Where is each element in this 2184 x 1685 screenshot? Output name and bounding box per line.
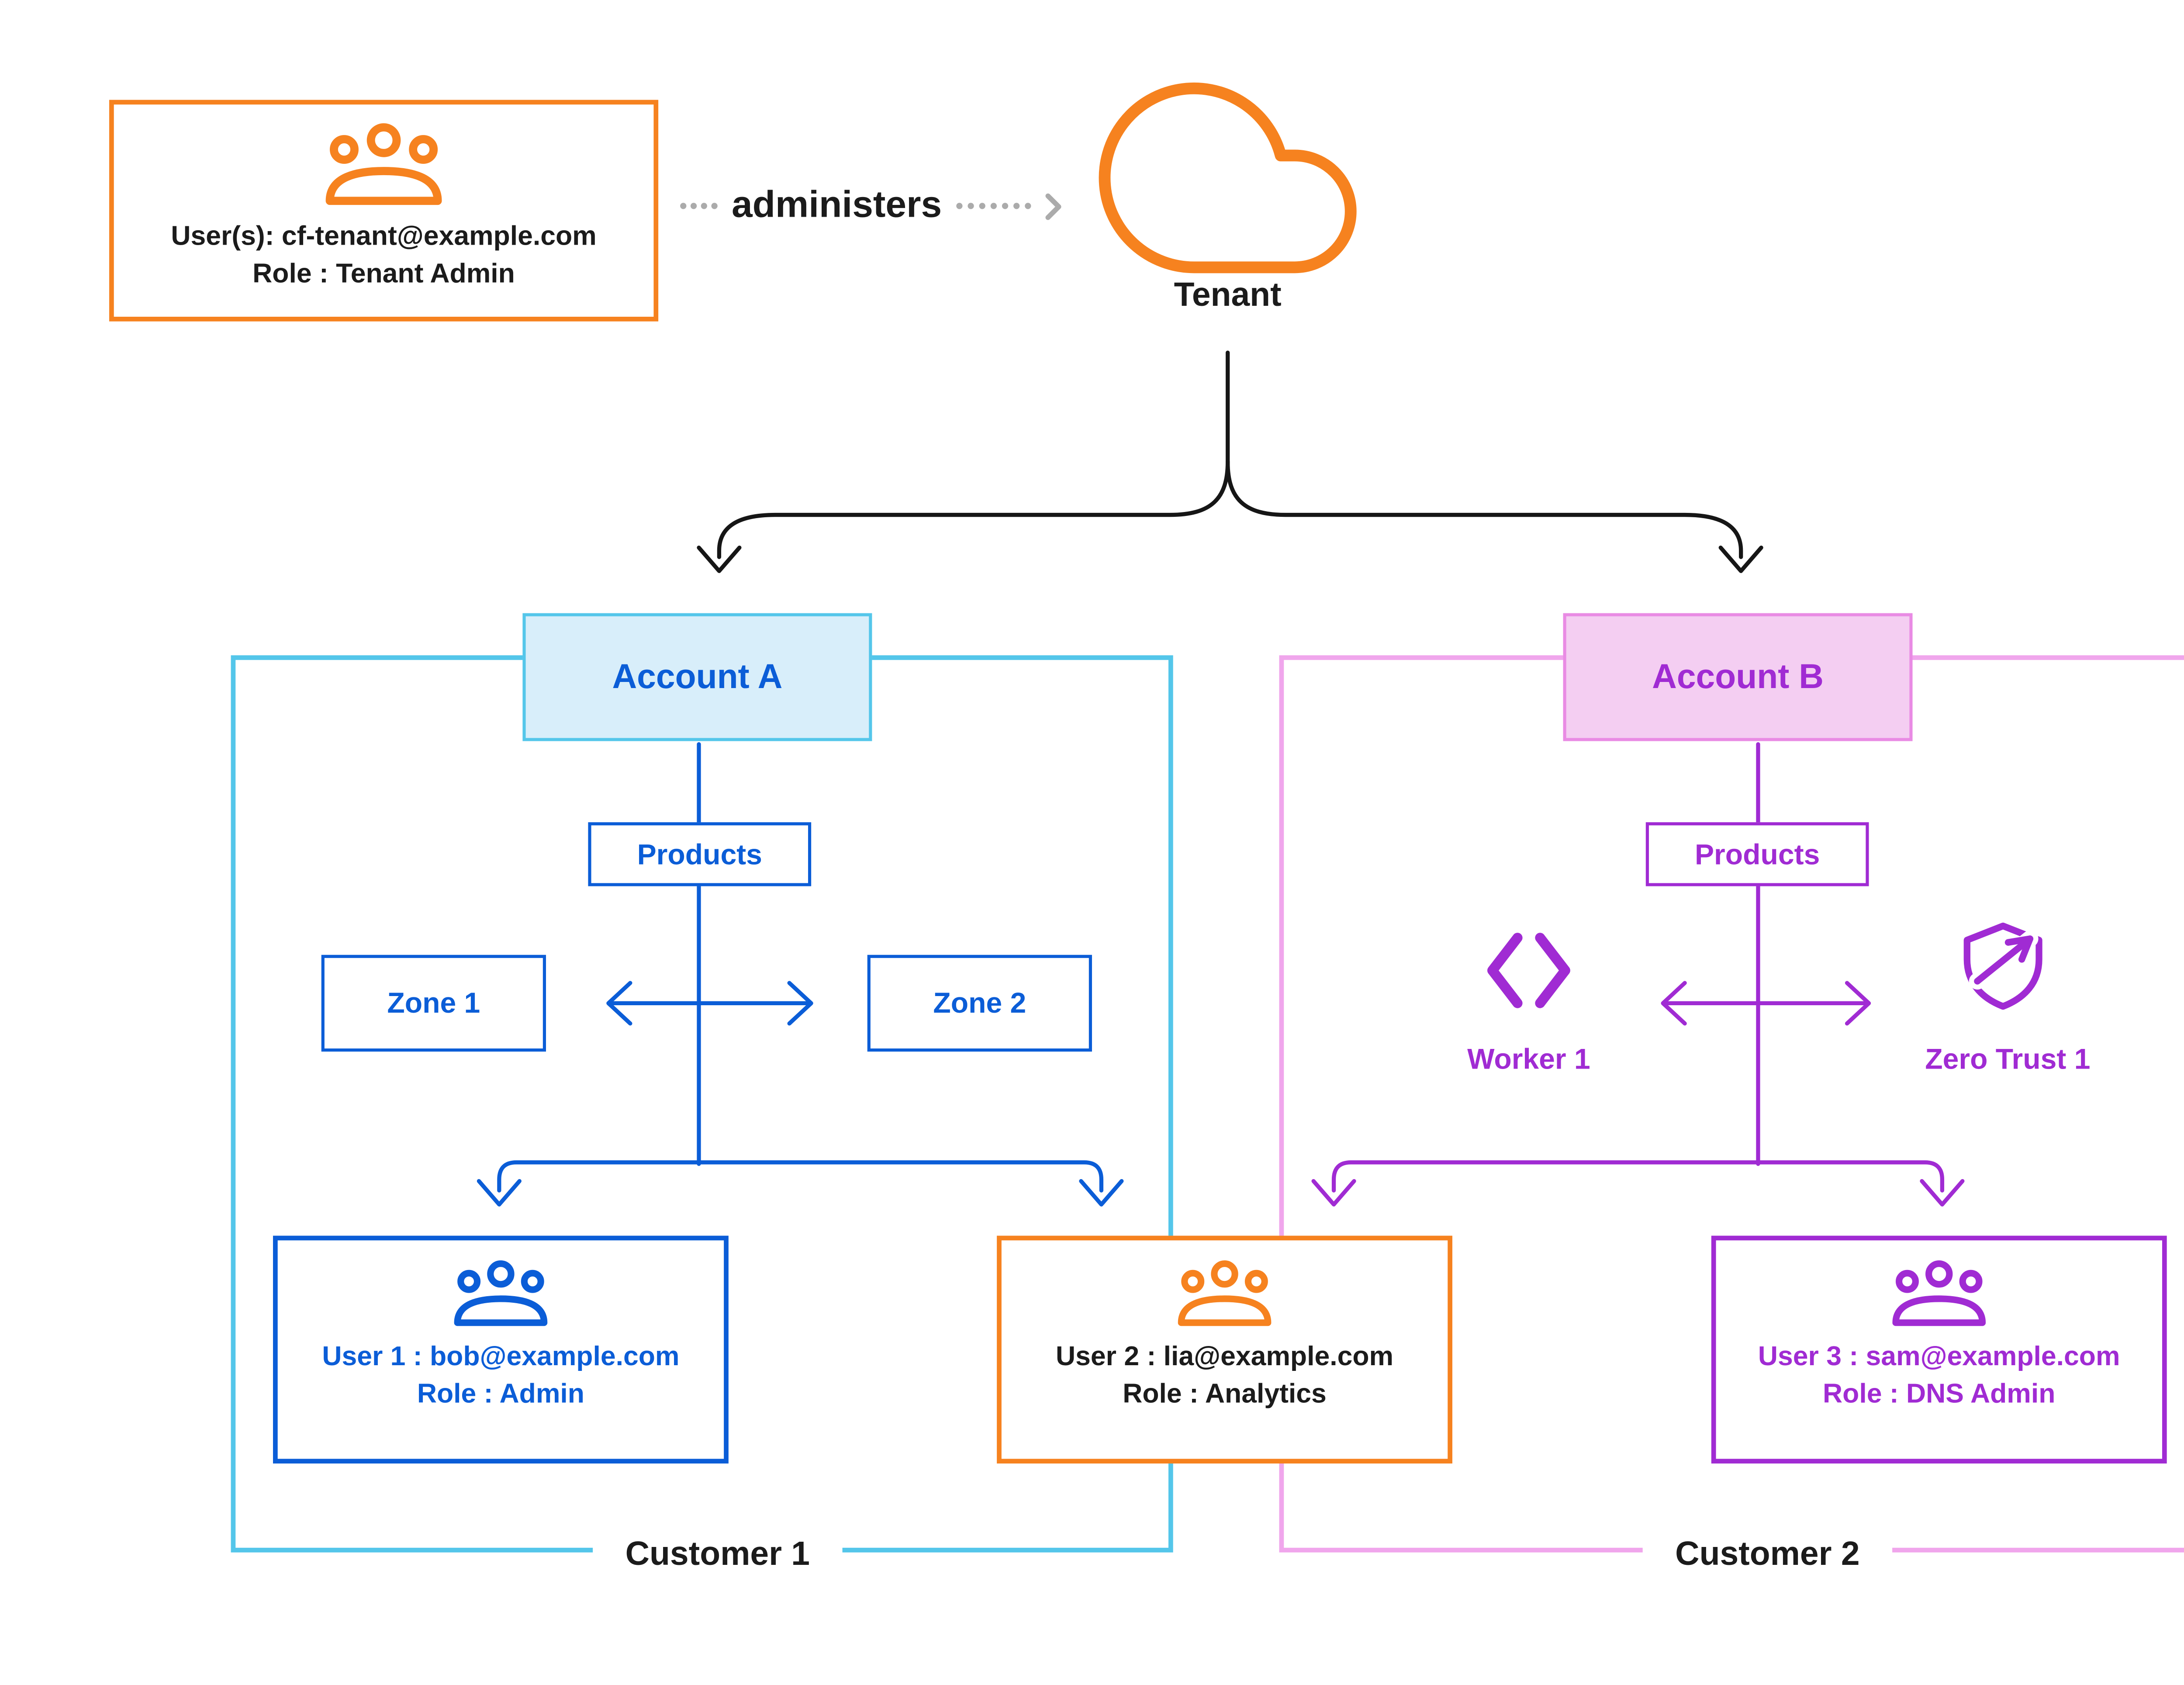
zero-trust-label: Zero Trust 1	[1925, 1042, 2091, 1075]
zero-trust-icon	[1963, 922, 2042, 1010]
customer2-label: Customer 2	[1642, 1524, 1893, 1584]
user2-email: User 2 : lia@example.com	[1056, 1340, 1394, 1372]
tenant-admin-box: User(s): cf-tenant@example.com Role : Te…	[109, 100, 659, 322]
workers-icon	[1487, 933, 1570, 1008]
worker-label: Worker 1	[1467, 1042, 1590, 1075]
account-b-box: Account B	[1563, 613, 1913, 741]
tenant-admin-role: Role : Tenant Admin	[252, 257, 515, 289]
account-a-box: Account A	[522, 613, 872, 741]
products-a-box: Products	[588, 822, 812, 886]
tenant-to-accounts-connector	[697, 350, 1763, 573]
dotted-line-left-icon	[680, 203, 718, 209]
user-group-icon	[1889, 1259, 1989, 1329]
user1-role: Role : Admin	[417, 1378, 584, 1409]
tenant-admin-users: User(s): cf-tenant@example.com	[171, 220, 597, 251]
user-group-icon	[1175, 1259, 1275, 1329]
administers-label: administers	[731, 184, 942, 226]
arrow-chevron-icon	[1045, 193, 1061, 219]
user1-box: User 1 : bob@example.com Role : Admin	[273, 1235, 729, 1464]
user1-email: User 1 : bob@example.com	[322, 1340, 680, 1372]
dotted-line-right-icon	[956, 203, 1031, 209]
user2-box: User 2 : lia@example.com Role : Analytic…	[997, 1235, 1452, 1464]
user-group-icon	[451, 1259, 551, 1329]
administers-connector: administers	[680, 178, 1062, 234]
user3-role: Role : DNS Admin	[1823, 1378, 2056, 1409]
user3-box: User 3 : sam@example.com Role : DNS Admi…	[1711, 1235, 2167, 1464]
cloud-icon	[1099, 82, 1357, 273]
user-group-icon	[321, 122, 446, 209]
tenant-label: Tenant	[1174, 276, 1282, 314]
zone1-box: Zone 1	[321, 955, 546, 1052]
user3-email: User 3 : sam@example.com	[1758, 1340, 2120, 1372]
customer1-label: Customer 1	[593, 1524, 843, 1584]
products-b-box: Products	[1645, 822, 1869, 886]
user2-role: Role : Analytics	[1123, 1378, 1327, 1409]
zone2-box: Zone 2	[867, 955, 1092, 1052]
